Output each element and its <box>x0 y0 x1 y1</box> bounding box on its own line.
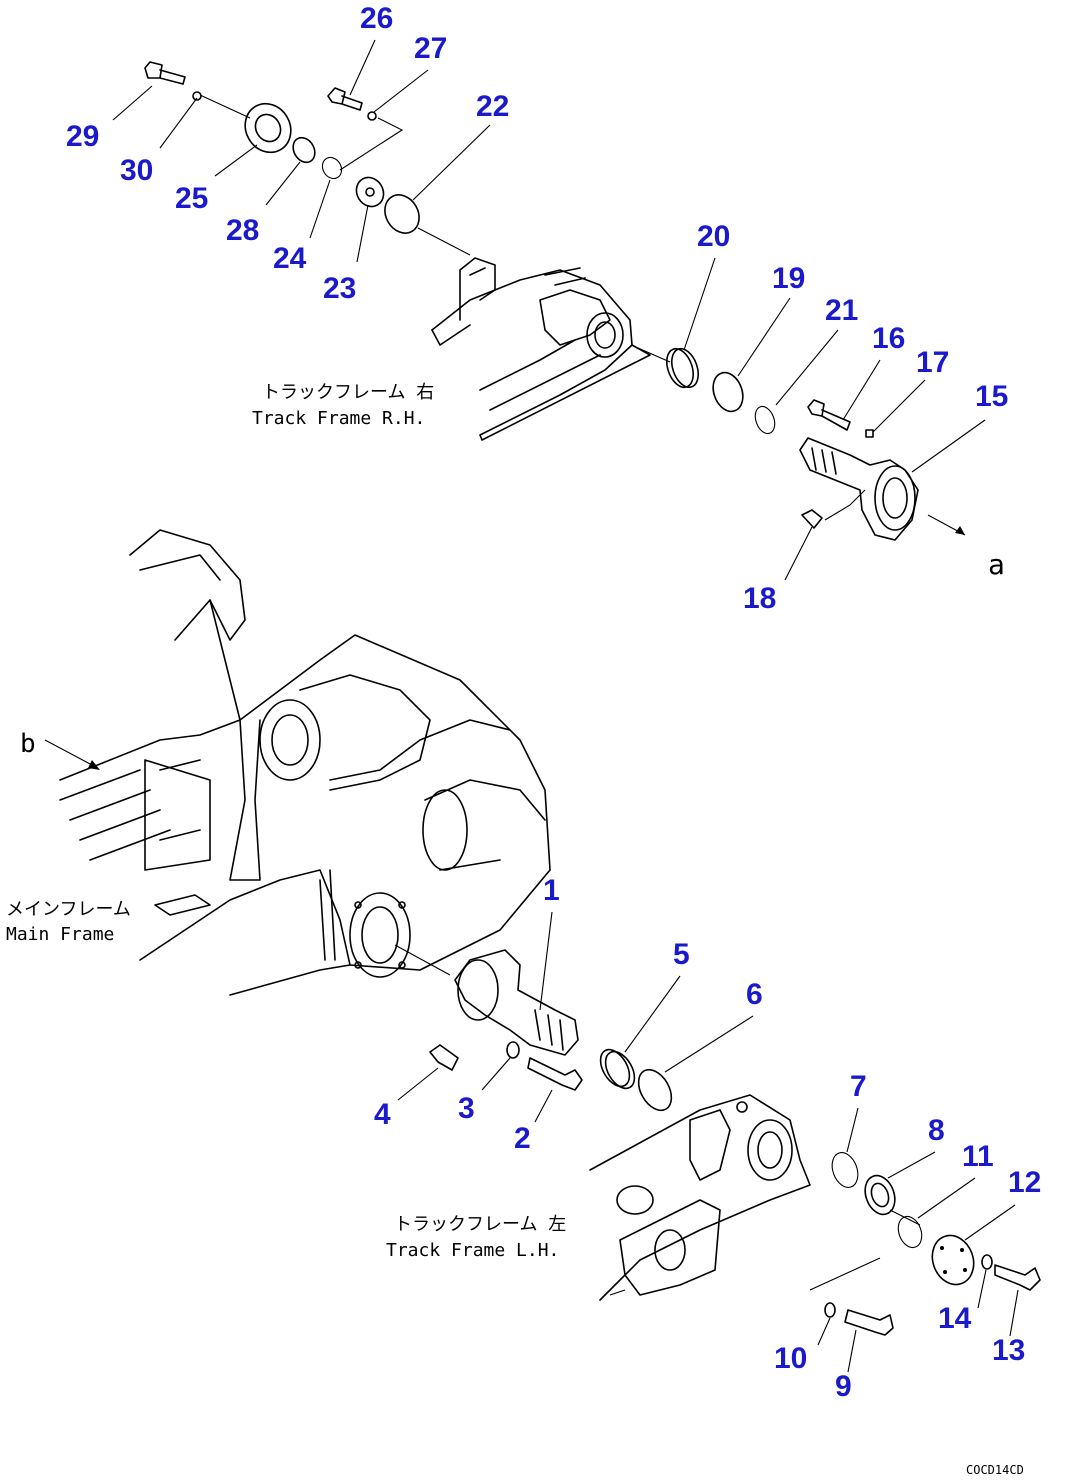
callout-11: 11 <box>962 1140 994 1173</box>
callout-9: 9 <box>835 1370 852 1403</box>
callout-3: 3 <box>458 1092 475 1125</box>
callout-24: 24 <box>273 242 307 275</box>
track-frame-rh-drawing <box>431 257 651 441</box>
label-ref-a: a <box>988 548 1005 581</box>
callout-2: 2 <box>514 1122 531 1155</box>
label-main-frame-jp: メインフレーム <box>6 899 131 920</box>
label-main-frame-en: Main Frame <box>6 924 114 945</box>
upper-parts <box>144 61 966 541</box>
leader-lines <box>112 39 1019 1373</box>
callout-5: 5 <box>673 938 690 971</box>
callout-29: 29 <box>66 120 99 153</box>
callout-26: 26 <box>360 2 393 35</box>
text-labels: トラックフレーム 右 Track Frame R.H. メインフレーム Main… <box>6 382 1024 1477</box>
label-track-frame-lh-en: Track Frame L.H. <box>386 1240 559 1261</box>
label-ref-b: b <box>20 729 36 759</box>
callout-19: 19 <box>772 262 805 295</box>
callout-22: 22 <box>476 90 509 123</box>
callout-8: 8 <box>928 1114 945 1147</box>
label-track-frame-rh-en: Track Frame R.H. <box>252 408 425 429</box>
main-frame-drawing <box>44 529 551 996</box>
track-frame-lh-drawing <box>589 1094 811 1301</box>
callout-17: 17 <box>916 346 949 379</box>
callout-20: 20 <box>697 220 730 253</box>
callout-28: 28 <box>226 214 259 247</box>
callout-15: 15 <box>975 380 1008 413</box>
callout-6: 6 <box>746 978 763 1011</box>
callout-1: 1 <box>543 874 560 907</box>
label-track-frame-lh-jp: トラックフレーム 左 <box>394 1214 566 1235</box>
callout-16: 16 <box>872 322 905 355</box>
callout-25: 25 <box>175 182 208 215</box>
callout-14: 14 <box>938 1302 972 1335</box>
callout-7: 7 <box>850 1070 867 1103</box>
callout-10: 10 <box>774 1342 807 1375</box>
callout-30: 30 <box>120 154 153 187</box>
callout-numbers: 1 2 3 4 5 6 7 8 9 10 11 12 13 14 15 16 1… <box>66 2 1041 1403</box>
callout-4: 4 <box>374 1098 391 1131</box>
lower-rh-parts <box>809 1152 1041 1336</box>
callout-18: 18 <box>743 582 776 615</box>
callout-13: 13 <box>992 1334 1025 1367</box>
callout-12: 12 <box>1008 1166 1041 1199</box>
label-track-frame-rh-jp: トラックフレーム 右 <box>262 382 434 403</box>
callout-27: 27 <box>414 32 447 65</box>
callout-21: 21 <box>825 294 858 327</box>
drawing-code: COCD14CD <box>966 1463 1024 1477</box>
callout-23: 23 <box>323 272 356 305</box>
lower-parts <box>394 944 673 1112</box>
